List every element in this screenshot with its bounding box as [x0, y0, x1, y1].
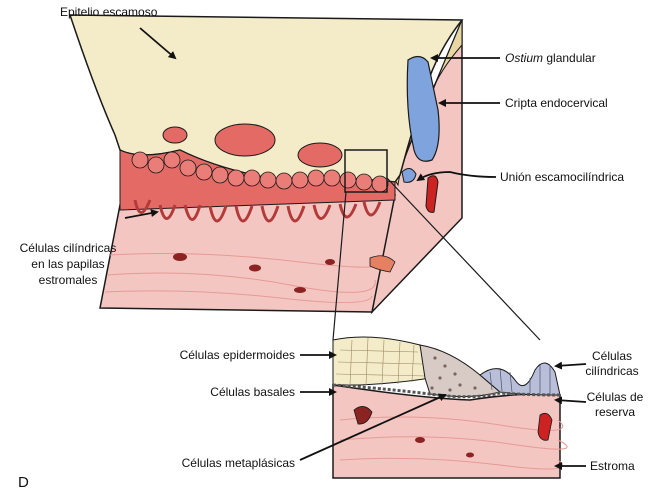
label-epitelio: Epitelio escamoso [60, 5, 158, 19]
label-papilas-line1: Células cilíndricas [20, 241, 117, 255]
tissue-block [70, 15, 462, 312]
label-reserva-line1: Células de [587, 390, 644, 404]
label-cilindricas-line1: Células [592, 349, 632, 363]
label-metaplasicas: Células metaplásicas [182, 456, 295, 470]
inset-stroma [333, 385, 560, 478]
label-estroma: Estroma [590, 459, 635, 473]
label-papilas-line3: estromales [39, 273, 98, 287]
label-basales: Células basales [210, 385, 295, 399]
label-epidermoides: Células epidermoides [180, 348, 295, 362]
label-papilas-line2: en las papilas [31, 257, 104, 271]
label-union: Unión escamocilíndrica [500, 170, 624, 184]
arrow-cilindricas [556, 364, 586, 366]
inset-epidermoid-cells [333, 337, 430, 385]
label-cripta: Cripta endocervical [505, 96, 608, 110]
inset-vessel-3 [415, 437, 425, 443]
inset-vessel-4 [466, 453, 474, 458]
label-ostium: Ostium glandular [505, 51, 596, 65]
label-reserva-line2: reserva [595, 405, 635, 419]
panel-letter: D [18, 474, 29, 491]
inset-block [333, 337, 567, 478]
label-cilindricas-line2: cilíndricas [585, 364, 638, 378]
